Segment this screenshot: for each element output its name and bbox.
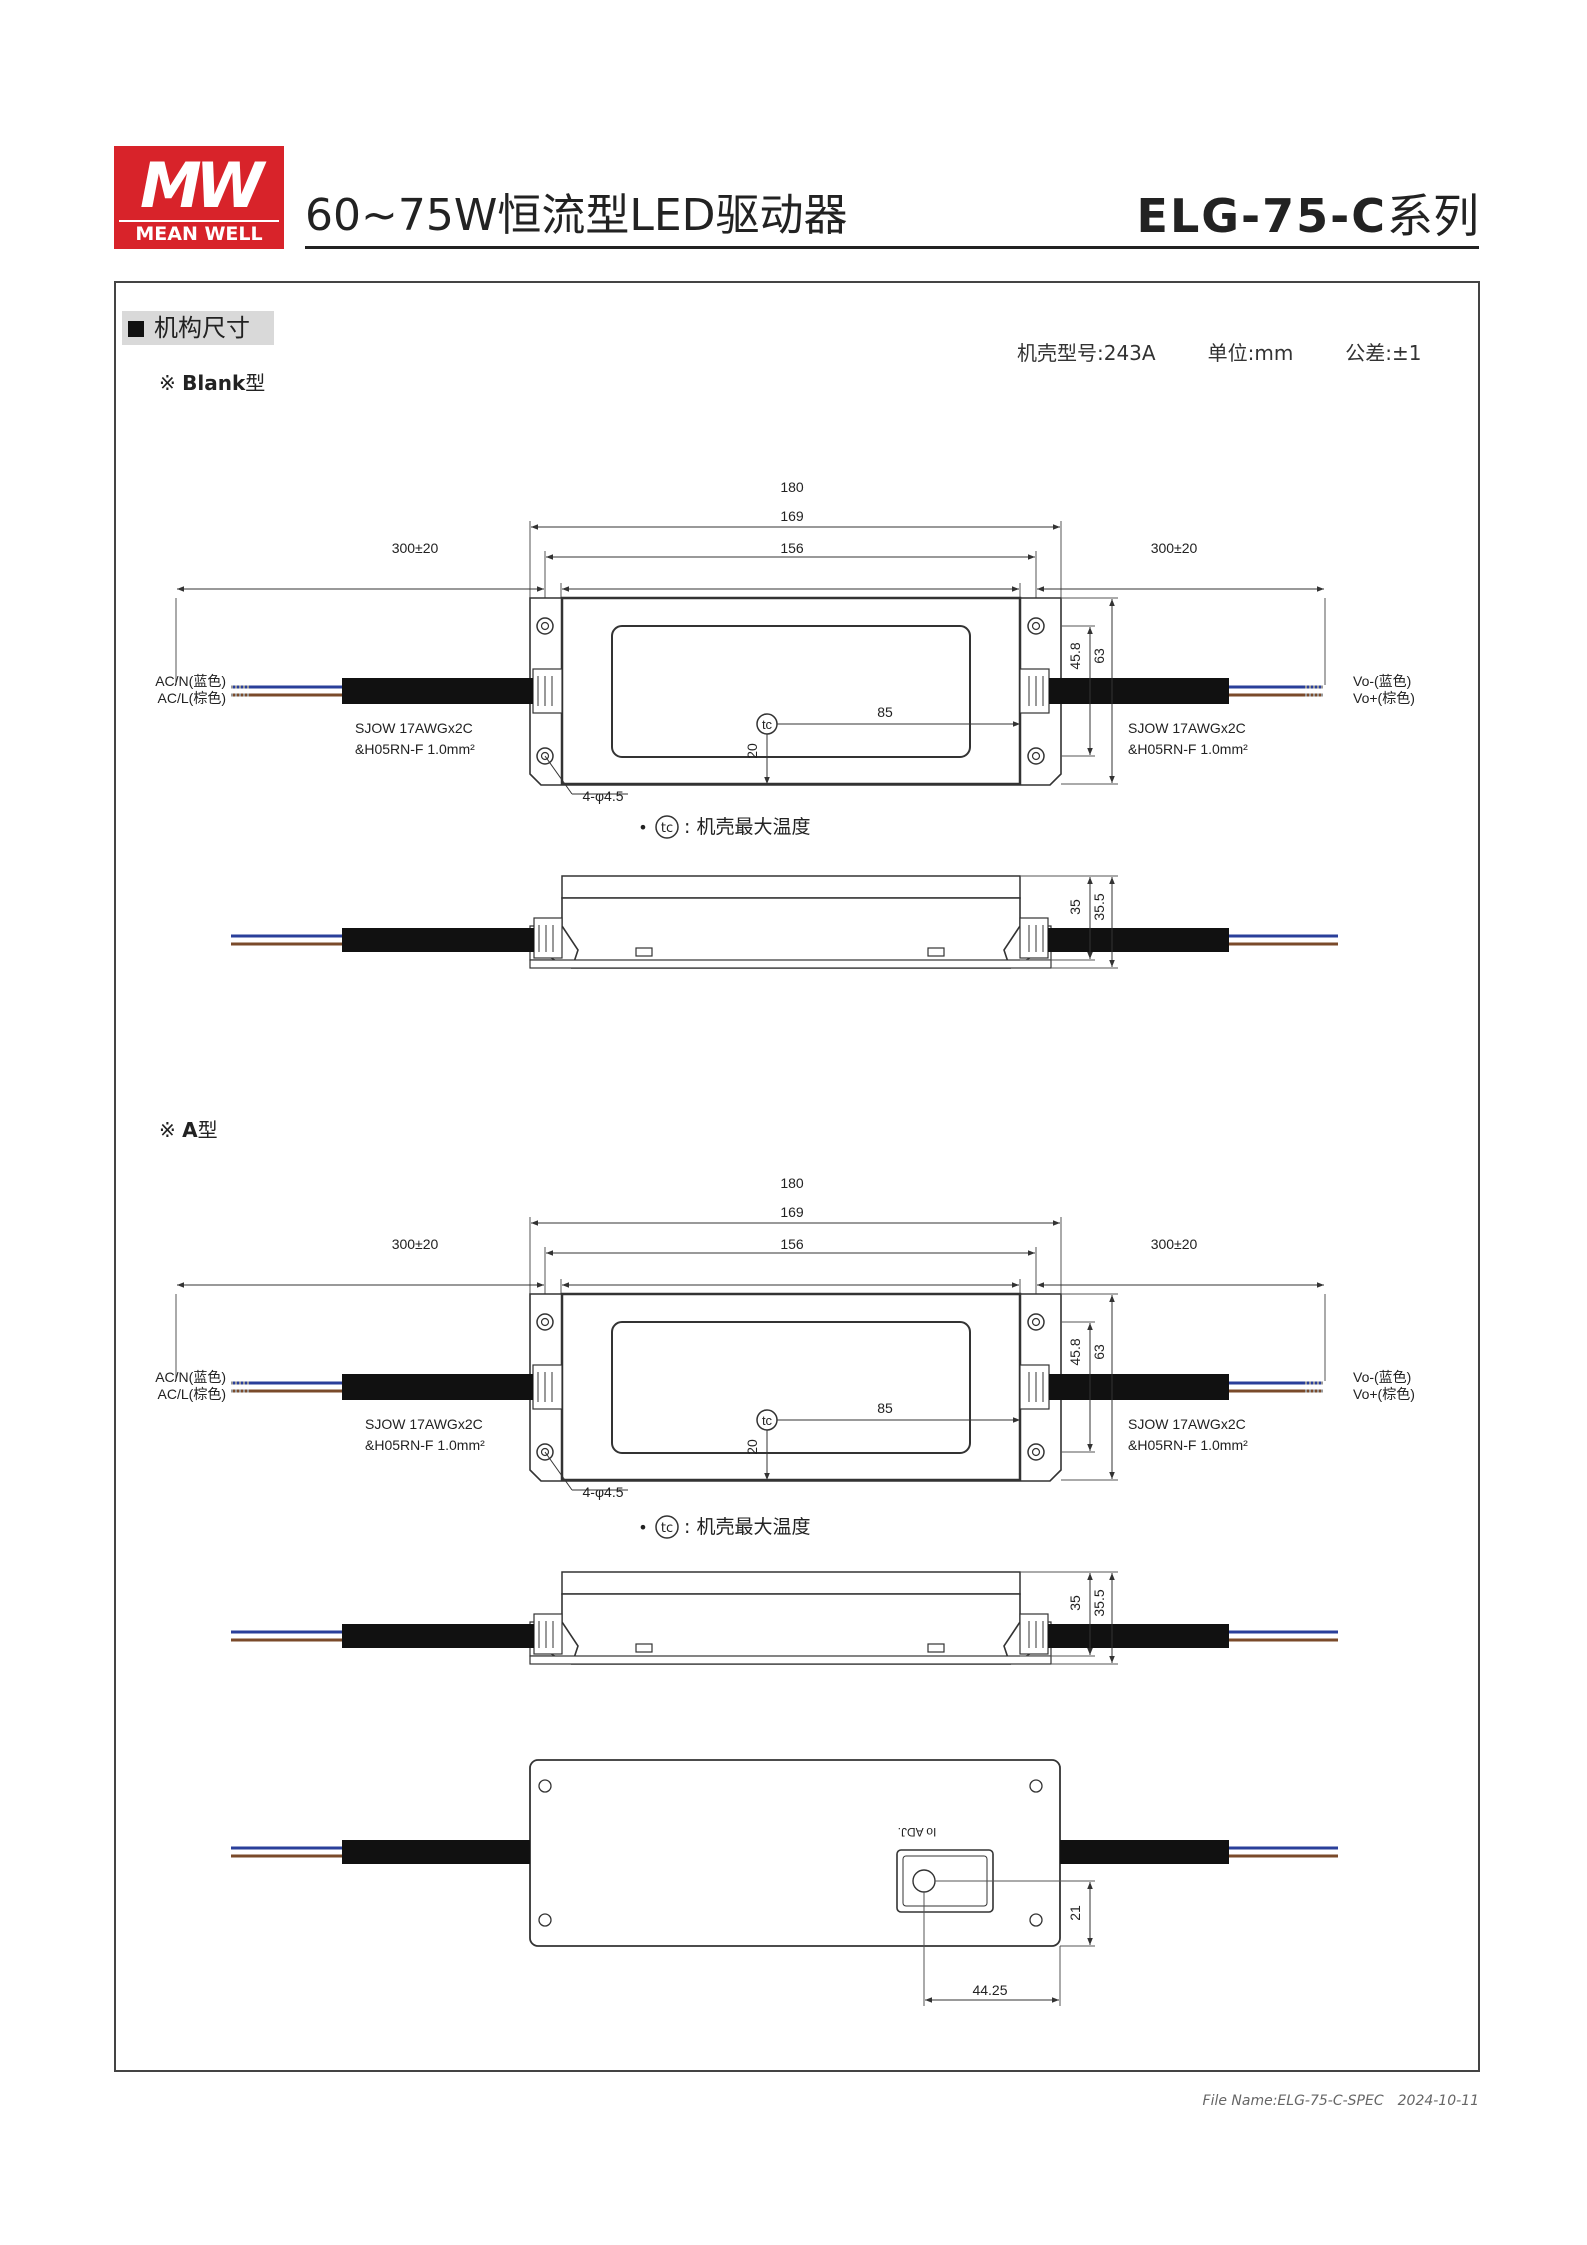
blank-side-view bbox=[231, 876, 1338, 968]
dim-180-a: 180 bbox=[780, 1175, 804, 1191]
tc-note-a: : 机壳最大温度 bbox=[684, 1516, 810, 1538]
header-rule bbox=[305, 246, 1479, 249]
dim-63: 63 bbox=[1091, 648, 1107, 664]
dim-45-8: 45.8 bbox=[1067, 642, 1083, 669]
dim-169: 169 bbox=[780, 508, 804, 524]
vo-pos-label: Vo+(棕色) bbox=[1353, 690, 1415, 706]
holes-label-a: 4-φ4.5 bbox=[583, 1484, 624, 1500]
tc-icon bbox=[655, 815, 679, 839]
dim-cable-right-a: 300±20 bbox=[1151, 1236, 1198, 1252]
svg-text:•: • bbox=[638, 818, 647, 837]
cable-spec-1: SJOW 17AWGx2C bbox=[355, 720, 473, 736]
dim-35-5-a: 35.5 bbox=[1091, 1589, 1107, 1616]
vo-neg-label-a: Vo-(蓝色) bbox=[1353, 1369, 1411, 1385]
svg-text:•: • bbox=[638, 1518, 647, 1537]
cable-spec-2: &H05RN-F 1.0mm² bbox=[355, 741, 475, 757]
tc-symbol: tc bbox=[661, 821, 673, 836]
cable-spec-1-a: SJOW 17AWGx2C bbox=[365, 1416, 483, 1432]
tolerance: 公差:±1 bbox=[1345, 341, 1422, 365]
cable-spec-2-a: &H05RN-F 1.0mm² bbox=[365, 1437, 485, 1453]
dim-180: 180 bbox=[780, 479, 804, 495]
cable-spec-1-right-a: SJOW 17AWGx2C bbox=[1128, 1416, 1246, 1432]
file-date: 2024-10-11 bbox=[1397, 2093, 1479, 2109]
dim-156: 156 bbox=[780, 540, 804, 556]
dim-cable-right: 300±20 bbox=[1151, 540, 1198, 556]
tc-symbol-a: tc bbox=[661, 1521, 673, 1536]
vo-neg-label: Vo-(蓝色) bbox=[1353, 673, 1411, 689]
cable-spec-2-right: &H05RN-F 1.0mm² bbox=[1128, 741, 1248, 757]
vo-pos-label-a: Vo+(棕色) bbox=[1353, 1386, 1415, 1402]
dim-tc-y-a: 20 bbox=[744, 1439, 760, 1455]
content-frame bbox=[114, 281, 1480, 2072]
variant-a-heading: ※ A型 bbox=[159, 1118, 218, 1142]
footer: File Name:ELG-75-C-SPEC 2024-10-11 bbox=[1189, 2093, 1479, 2109]
dim-35-a: 35 bbox=[1067, 1595, 1083, 1611]
section-heading: 机构尺寸 bbox=[122, 311, 274, 345]
file-name: File Name:ELG-75-C-SPEC bbox=[1202, 2093, 1384, 2109]
ac-n-label-a: AC/N(蓝色) bbox=[155, 1369, 226, 1385]
page-title: 60~75W恒流型LED驱动器 bbox=[305, 190, 848, 241]
dim-45-8-a: 45.8 bbox=[1067, 1338, 1083, 1365]
io-adj-label: Io ADJ. bbox=[898, 1825, 937, 1839]
model-name: ELG-75-C系列 bbox=[1136, 189, 1479, 243]
tc-icon-a bbox=[655, 1515, 679, 1539]
dim-21: 21 bbox=[1067, 1905, 1083, 1921]
dim-35-5: 35.5 bbox=[1091, 893, 1107, 920]
dim-tc-y: 20 bbox=[744, 743, 760, 759]
cable-spec-1-right: SJOW 17AWGx2C bbox=[1128, 720, 1246, 736]
ac-l-label: AC/L(棕色) bbox=[158, 690, 226, 706]
variant-blank-heading: ※ Blank型 bbox=[159, 371, 266, 395]
dim-cable-left-a: 300±20 bbox=[392, 1236, 439, 1252]
cable-spec-2-right-a: &H05RN-F 1.0mm² bbox=[1128, 1437, 1248, 1453]
tc-note: : 机壳最大温度 bbox=[684, 816, 810, 838]
dim-cable-left: 300±20 bbox=[392, 540, 439, 556]
dim-tc-x: 85 bbox=[877, 704, 893, 720]
dim-35: 35 bbox=[1067, 899, 1083, 915]
logo-mark: MW bbox=[139, 149, 264, 222]
dim-169-a: 169 bbox=[780, 1204, 804, 1220]
case-model: 机壳型号:243A bbox=[1017, 341, 1156, 365]
logo-text: MEAN WELL bbox=[119, 220, 279, 246]
ac-n-label: AC/N(蓝色) bbox=[155, 673, 226, 689]
a-side-view bbox=[231, 1572, 1338, 1664]
meanwell-logo: MW MEAN WELL bbox=[114, 146, 284, 249]
dim-63-a: 63 bbox=[1091, 1344, 1107, 1360]
dim-156-a: 156 bbox=[780, 1236, 804, 1252]
dim-44-25: 44.25 bbox=[972, 1982, 1007, 1998]
a-bottom-view bbox=[231, 1759, 1338, 2006]
case-specs: 机壳型号:243A 单位:mm 公差:±1 bbox=[1017, 337, 1422, 366]
holes-label: 4-φ4.5 bbox=[583, 788, 624, 804]
unit: 单位:mm bbox=[1207, 341, 1294, 365]
dim-tc-x-a: 85 bbox=[877, 1400, 893, 1416]
ac-l-label-a: AC/L(棕色) bbox=[158, 1386, 226, 1402]
